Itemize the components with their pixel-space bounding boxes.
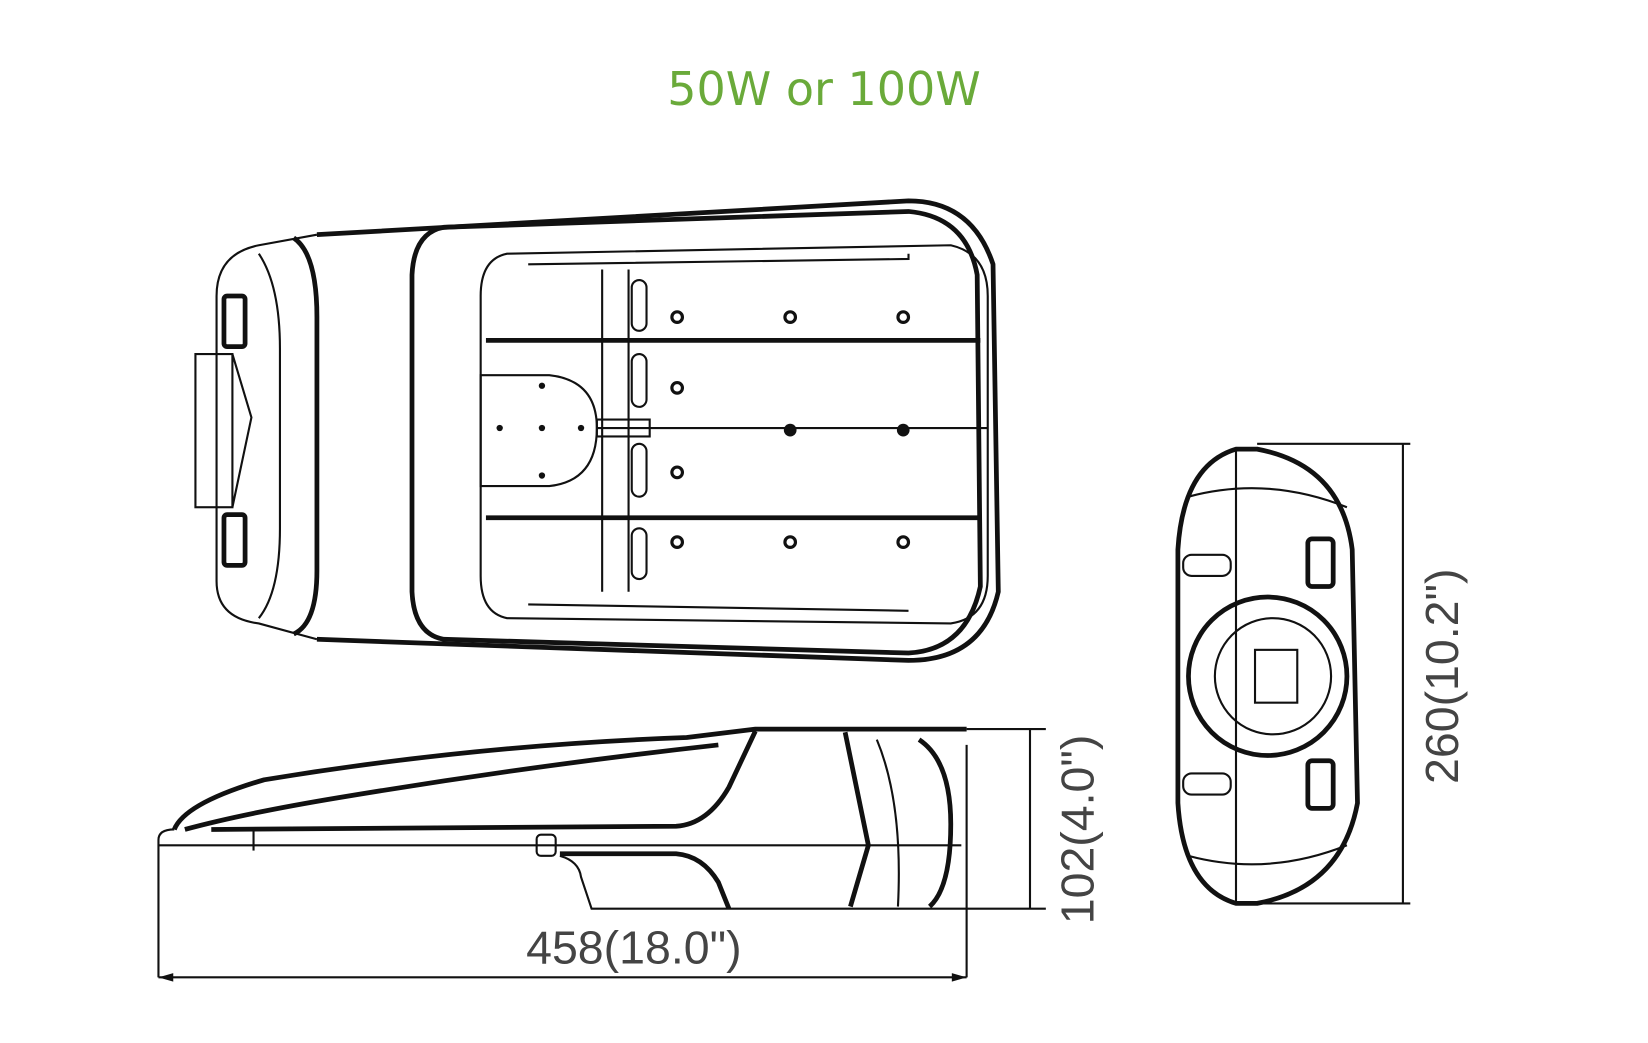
- clip-icon: [221, 293, 248, 350]
- width-dimension-label: 260(10.2"): [1416, 569, 1468, 784]
- clip-icon: [221, 512, 248, 568]
- drawing-title: 50W or 100W: [667, 62, 981, 116]
- end-view: 260(10.2"): [1175, 442, 1468, 906]
- height-dimension-label: 102(4.0"): [1051, 735, 1103, 925]
- length-dimension-label: 458(18.0"): [526, 922, 741, 974]
- side-view: 458(18.0") 102(4.0"): [157, 726, 1103, 982]
- top-view: [194, 198, 1001, 663]
